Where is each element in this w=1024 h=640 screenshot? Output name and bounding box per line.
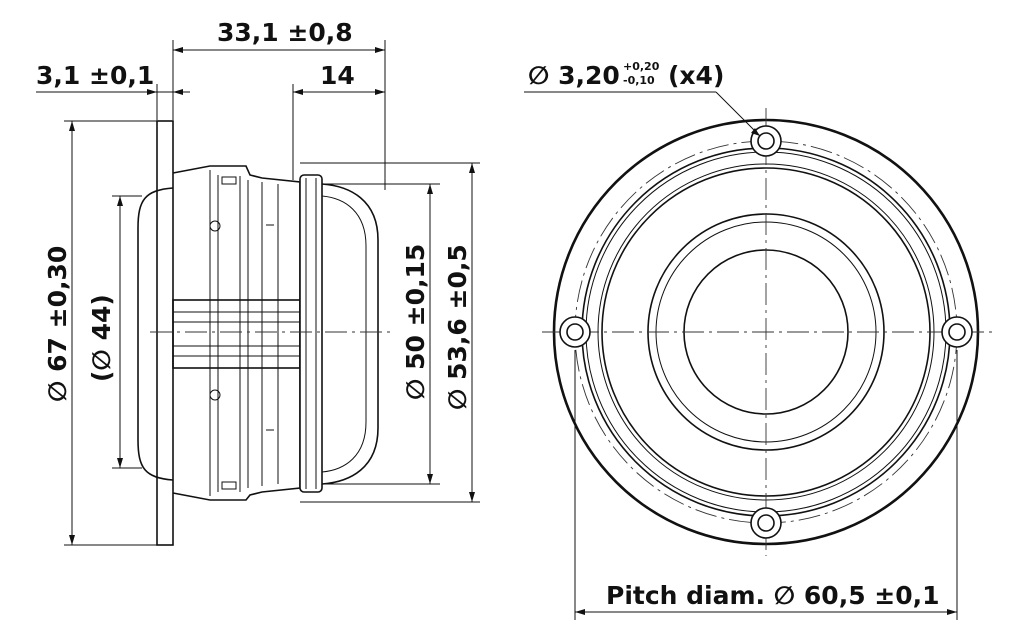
front-ring	[299, 174, 323, 493]
mounting-hole-bottom	[750, 507, 782, 539]
mounting-hole-top	[750, 125, 782, 157]
flange-plate	[156, 120, 174, 546]
flange-thickness-label: 3,1 ±0,1	[36, 61, 154, 90]
ref-diameter-label: (∅ 44)	[87, 294, 116, 382]
pitch-diameter-label: Pitch diam. ∅ 60,5 ±0,1	[606, 581, 940, 610]
cone-diameter-label: ∅ 50 ±0,15	[401, 244, 430, 400]
cutout-diameter-label: ∅ 53,6 ±0,5	[443, 244, 472, 410]
hole-count-label: (x4)	[668, 61, 724, 90]
basket-curve	[137, 187, 174, 481]
mounting-hole-right	[941, 316, 973, 348]
mounting-hole-left	[559, 316, 591, 348]
rear-housing	[172, 165, 301, 501]
front-view	[542, 108, 996, 556]
front-depth-label: 14	[320, 61, 355, 90]
front-dimensions: ∅ 3,20 +0,20 -0,10 (x4) Pitch diam. ∅ 60…	[524, 60, 958, 620]
side-dimensions: 33,1 ±0,8 3,1 ±0,1 14 ∅ 67 ±0,30 (∅ 44) …	[36, 18, 480, 546]
magnet-assembly	[172, 299, 301, 369]
hole-diameter-label: ∅ 3,20	[528, 61, 620, 90]
hole-tolerance-minus: -0,10	[623, 74, 655, 87]
side-view	[137, 120, 390, 546]
overall-depth-label: 33,1 ±0,8	[217, 18, 353, 47]
cone-dome	[321, 183, 379, 485]
outer-diameter-label: ∅ 67 ±0,30	[43, 246, 72, 402]
hole-tolerance-plus: +0,20	[623, 60, 660, 73]
